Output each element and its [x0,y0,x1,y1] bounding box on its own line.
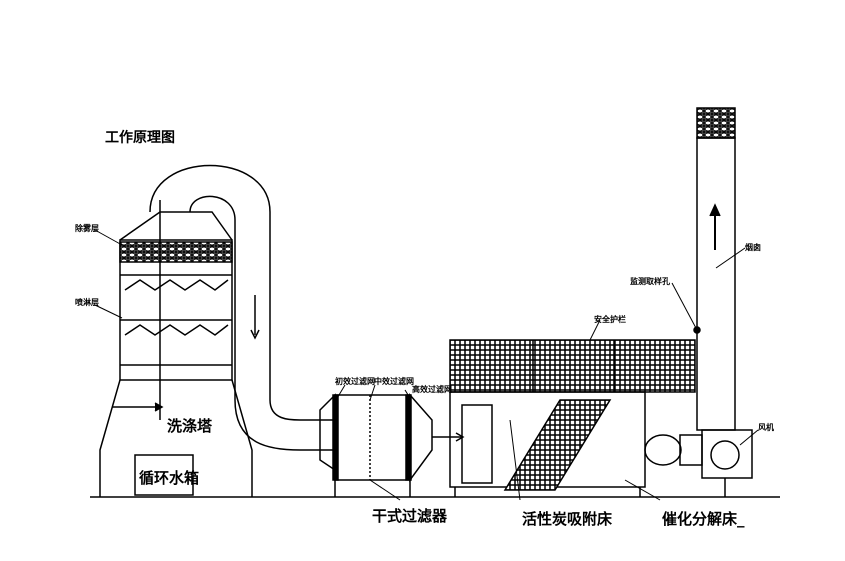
label-water-tank: 循环水箱 [139,469,200,487]
label-primary-filter: 初效过滤网 [335,377,375,386]
label-scrubber: 洗涤塔 [167,415,213,436]
carbon-adsorption-bed [449,339,696,497]
leader-lines [94,229,759,501]
label-carbon-bed: 活性炭吸附床 [522,510,613,528]
label-fan: 风机 [758,423,774,432]
label-spray: 喷淋层 [75,298,99,307]
label-medium-filter: 中效过滤网 [374,377,414,386]
label-demister: 除雾层 [75,224,99,233]
label-high-filter: 高效过滤网 [412,385,452,394]
label-dry-filter: 干式过滤器 [372,507,448,525]
catalytic-bed-and-fan [644,429,753,497]
scrubber-tower [99,200,253,497]
label-sampling-port: 监测取样孔 [630,277,670,286]
label-chimney: 烟囱 [745,243,761,252]
label-catalytic-bed: 催化分解床_ [662,510,745,528]
label-guardrail: 安全护栏 [594,315,626,324]
dry-filter [319,393,465,497]
duct [149,164,335,451]
chimney [693,107,736,431]
diagram-title: 工作原理图 [105,130,175,146]
